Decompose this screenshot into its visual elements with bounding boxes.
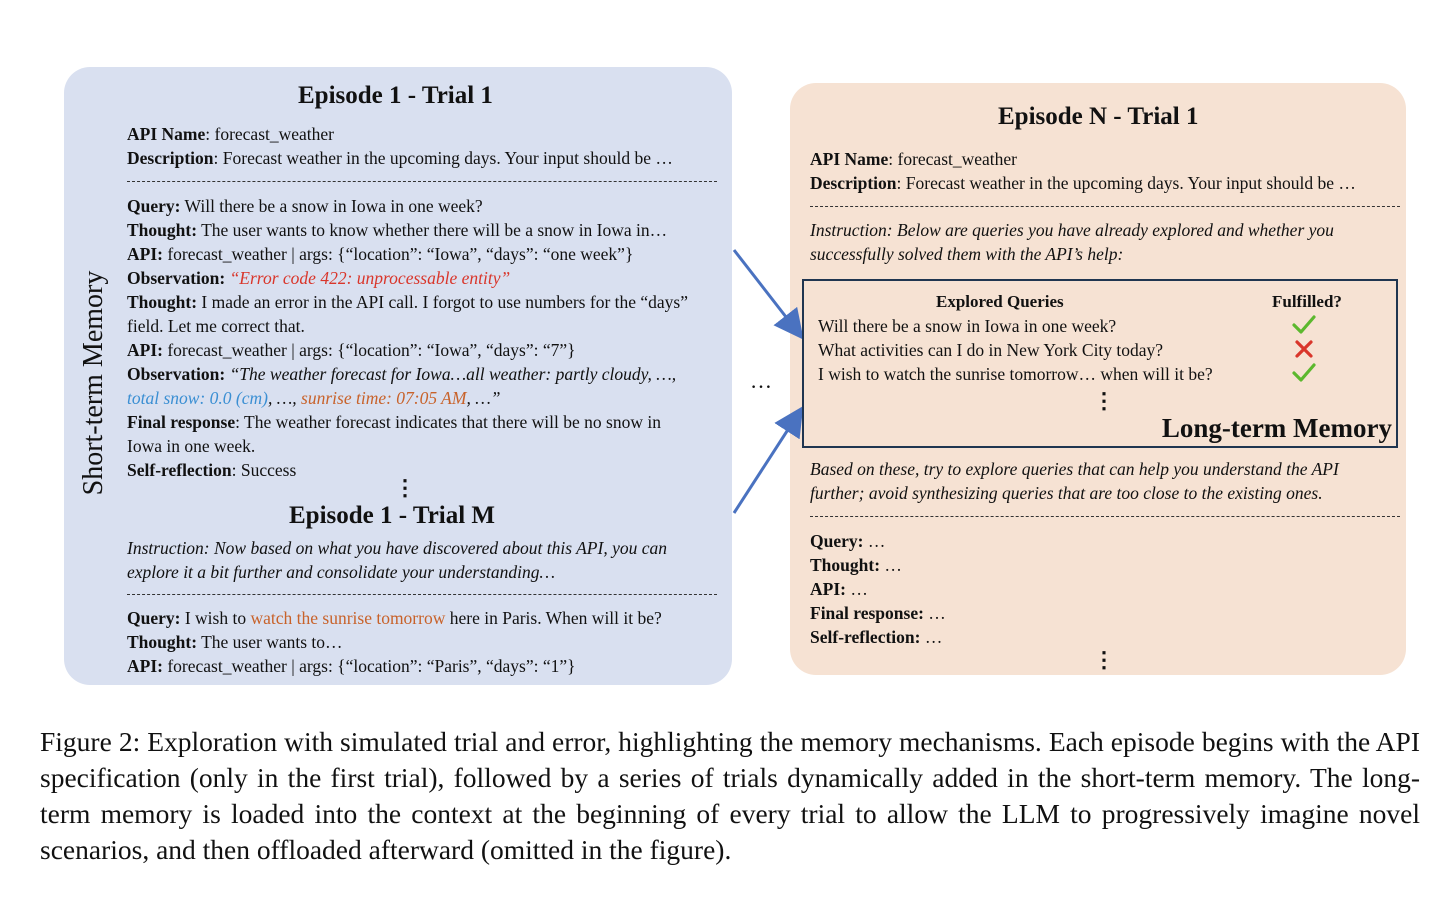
dashed-divider [127,594,717,595]
episodeN-trial1-heading: Episode N - Trial 1 [998,103,1199,130]
api-call-line: API: forecast_weather | args: {“location… [127,656,576,676]
thought-line: Thought: The user wants to know whether … [127,220,668,240]
self-reflection-line: Self-reflection: … [810,627,943,647]
long-term-memory-box: Long-term Memory [802,279,1398,448]
arrow-trialm-to-ltm [732,405,804,514]
thought-continuation: field. Let me correct that. [127,316,305,336]
vertical-ellipsis: ⋮ [1093,647,1115,672]
explored-query-row: What activities can I do in New York Cit… [818,340,1164,360]
guidance-line: further; avoid synthesizing queries that… [810,483,1323,503]
final-response-continuation: Iowa in one week. [127,436,256,456]
episode1-trialm-heading: Episode 1 - Trial M [289,502,496,529]
self-reflection-line: Self-reflection: Success [127,460,297,480]
episode1-trial1-heading: Episode 1 - Trial 1 [298,82,493,109]
fulfilled-header: Fulfilled? [1272,292,1342,311]
dashed-divider [810,516,1400,517]
cross-icon [1295,340,1313,358]
vertical-ellipsis: ⋮ [394,475,416,500]
between-ellipsis: … [750,368,772,393]
guidance-line: Based on these, try to explore queries t… [810,459,1339,479]
observation-error-line: Observation: “Error code 422: unprocessa… [127,268,511,288]
query-line: Query: Will there be a snow in Iowa in o… [127,196,483,216]
explored-query-row: Will there be a snow in Iowa in one week… [818,316,1117,336]
api-call-line: API: … [810,579,868,599]
instruction-line: successfully solved them with the API’s … [810,244,1124,264]
check-icon [1292,315,1316,334]
long-term-memory-label: Long-term Memory [1161,413,1392,443]
query-line: Query: … [810,531,886,551]
query-line: Query: I wish to watch the sunrise tomor… [127,608,662,628]
api-call-line: API: forecast_weather | args: {“location… [127,340,576,360]
observation-continuation: total snow: 0.0 (cm), …, sunrise time: 0… [127,388,501,408]
check-icon [1292,363,1316,382]
observation-line: Observation: “The weather forecast for I… [127,364,677,384]
instruction-line: Instruction: Below are queries you have … [810,220,1334,240]
instruction-line: Instruction: Now based on what you have … [127,538,667,558]
description-line: Description: Forecast weather in the upc… [810,173,1356,193]
description-line: Description: Forecast weather in the upc… [127,148,673,168]
instruction-line: explore it a bit further and consolidate… [127,562,556,582]
short-term-memory-panel [64,67,732,685]
api-call-line: API: forecast_weather | args: {“location… [127,244,634,264]
api-name-line: API Name: forecast_weather [127,124,334,144]
arrow-trial1-to-ltm [732,249,804,340]
api-name-line: API Name: forecast_weather [810,149,1017,169]
thought-line: Thought: … [810,555,902,575]
vertical-ellipsis: ⋮ [1093,388,1115,413]
final-response-line: Final response: The weather forecast ind… [127,412,661,432]
explored-queries-header: Explored Queries [936,292,1064,311]
thought-line: Thought: I made an error in the API call… [127,292,689,312]
final-response-line: Final response: … [810,603,946,623]
thought-line: Thought: The user wants to… [127,632,343,652]
dashed-divider [127,181,717,182]
explored-query-row: I wish to watch the sunrise tomorrow… wh… [818,364,1213,384]
dashed-divider [810,206,1400,207]
figure-caption: Figure 2: Exploration with simulated tri… [40,726,1420,865]
